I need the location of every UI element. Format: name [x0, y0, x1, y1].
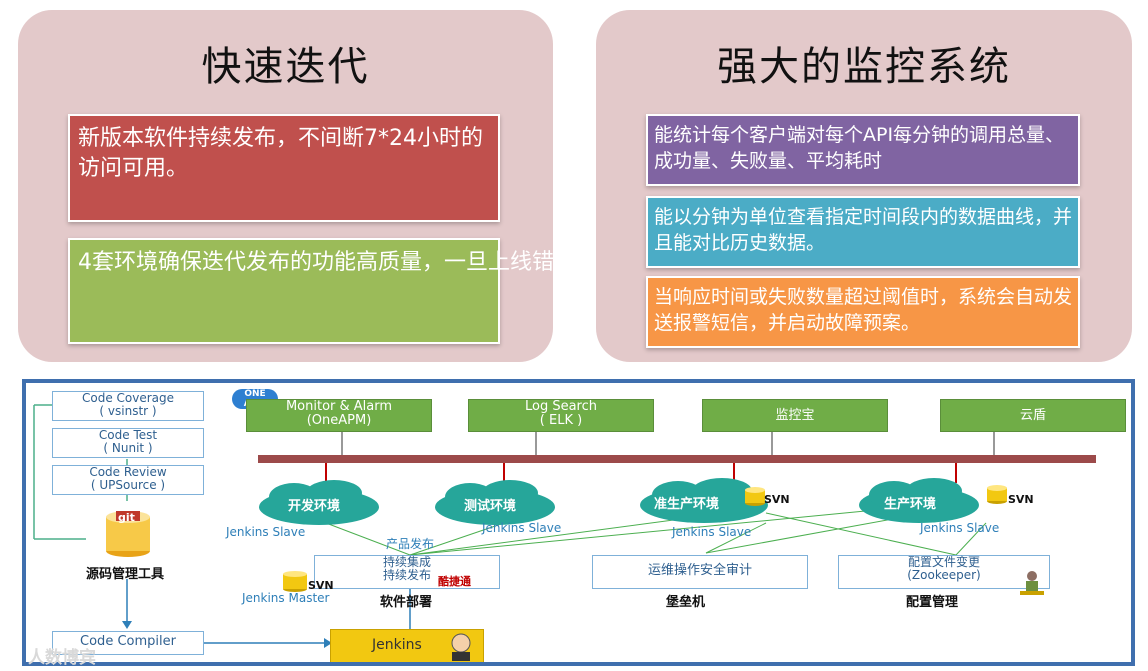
- card-four-environments: 4套环境确保迭代发布的功能高质量，一旦上线错误能够快速回滚: [68, 238, 708, 344]
- cloud-dev-label: 开发环境: [288, 499, 341, 514]
- jenkins-slave-prod: Jenkins Slave: [920, 521, 1000, 535]
- ci-cd-box: 持续集成 持续发布: [314, 555, 500, 589]
- ops-audit-box: 运维操作安全审计: [592, 555, 808, 589]
- tool-code-test: Code Test ( Nunit ): [52, 428, 204, 458]
- card-data-curve: 能以分钟为单位查看指定时间段内的数据曲线，并且能对比历史数据。: [646, 196, 1080, 268]
- cloud-prod-env: [859, 478, 979, 523]
- svn-label-prod: SVN: [1008, 493, 1034, 506]
- jenkins-slave-preprod: Jenkins Slave: [672, 525, 752, 539]
- svn-label-preprod: SVN: [764, 493, 790, 506]
- git-label: git: [118, 511, 135, 524]
- cloud-test-env: [435, 480, 555, 525]
- software-deploy-label: 软件部署: [380, 595, 433, 610]
- card-alarm: 当响应时间或失败数量超过阈值时，系统会自动发送报警短信，并启动故障预案。: [646, 276, 1080, 348]
- left-panel: 快速迭代 新版本软件持续发布，不间断7*24小时的访问可用。 4套环境确保迭代发…: [18, 10, 708, 362]
- monitor-yundun: 云盾: [940, 399, 1126, 432]
- cloud-test-label: 测试环境: [464, 499, 517, 514]
- zookeeper-icon: [1020, 571, 1044, 595]
- config-change-box: 配置文件变更 (Zookeeper): [838, 555, 1050, 589]
- devops-diagram: Code Coverage ( vsinstr ) Code Test ( Nu…: [22, 379, 1135, 666]
- cloud-preprod-env: [640, 478, 768, 523]
- monitor-oneapm: Monitor & Alarm (OneAPM): [246, 399, 432, 432]
- git-repository-icon: [106, 511, 150, 557]
- svn-label-master: SVN: [308, 579, 334, 592]
- svn-database-icon: [745, 487, 765, 506]
- svn-database-icon: [987, 485, 1007, 504]
- jenkins-slave-dev: Jenkins Slave: [226, 525, 306, 539]
- tool-code-coverage: Code Coverage ( vsinstr ): [52, 391, 204, 421]
- cloud-dev-env: [259, 480, 379, 525]
- panel-title-monitoring: 强大的监控系统: [717, 44, 1011, 90]
- card-continuous-release: 新版本软件持续发布，不间断7*24小时的访问可用。: [68, 114, 500, 222]
- monitor-elk: Log Search ( ELK ): [468, 399, 654, 432]
- config-management-label: 配置管理: [906, 595, 959, 610]
- bastion-host-label: 堡垒机: [666, 595, 706, 610]
- panel-title-fast-iteration: 快速迭代: [201, 44, 370, 90]
- svn-database-icon: [283, 571, 307, 592]
- jenkins-butler-icon: [451, 633, 471, 661]
- watermark-label: 人数博宾: [28, 648, 96, 668]
- card-api-statistics: 能统计每个客户端对每个API每分钟的调用总量、成功量、失败量、平均耗时: [646, 114, 1080, 186]
- code-compiler-box: Code Compiler: [52, 631, 204, 655]
- cloud-preprod-label: 准生产环境: [654, 497, 720, 512]
- cloud-prod-label: 生产环境: [884, 497, 937, 512]
- jenkins-label: Jenkins: [372, 637, 422, 653]
- jenkins-master-label: Jenkins Master: [242, 591, 330, 605]
- monitor-jiankongbao: 监控宝: [702, 399, 888, 432]
- product-release-label: 产品发布: [386, 537, 435, 551]
- right-panel: 强大的监控系统 能统计每个客户端对每个API每分钟的调用总量、成功量、失败量、平…: [596, 10, 1132, 362]
- source-tool-label: 源码管理工具: [86, 567, 165, 582]
- jenkins-slave-test: Jenkins Slave: [482, 521, 562, 535]
- stamp-label: 酷捷通: [438, 575, 471, 588]
- tool-code-review: Code Review ( UPSource ): [52, 465, 204, 495]
